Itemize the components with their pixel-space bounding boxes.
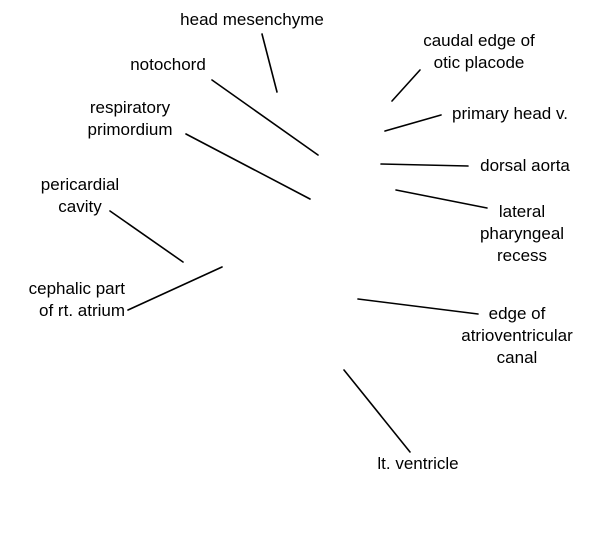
label-lt-ventricle: lt. ventricle <box>356 453 480 475</box>
leader-line-notochord <box>211 79 319 156</box>
leader-line-head-mesenchyme <box>261 33 278 93</box>
label-cephalic-part-rt-atrium: cephalic part of rt. atrium <box>5 278 125 322</box>
label-lateral-pharyngeal-recess: lateral pharyngeal recess <box>458 201 586 267</box>
leader-line-lateral-pharyngeal-recess <box>395 189 488 209</box>
label-line: primary head v. <box>452 104 568 123</box>
leader-line-lt-ventricle <box>343 369 411 453</box>
label-line: primordium <box>87 120 173 139</box>
label-line: lateral <box>498 202 546 221</box>
label-line: edge of <box>488 304 546 323</box>
label-line: cephalic part <box>28 279 125 298</box>
label-dorsal-aorta: dorsal aorta <box>470 155 580 177</box>
leader-line-dorsal-aorta <box>380 163 469 167</box>
label-primary-head-v: primary head v. <box>440 103 580 125</box>
label-line: head mesenchyme <box>180 10 324 29</box>
leader-line-edge-atrioventricular-canal <box>357 298 479 315</box>
label-line: atrioventricular <box>461 326 573 345</box>
label-edge-atrioventricular-canal: edge of atrioventricular canal <box>445 303 589 369</box>
label-respiratory-primordium: respiratory primordium <box>70 97 190 141</box>
label-line: pericardial <box>40 175 120 194</box>
label-line: otic placode <box>433 53 525 72</box>
label-notochord: notochord <box>118 54 218 76</box>
label-line: pharyngeal <box>479 224 565 243</box>
label-line: dorsal aorta <box>480 156 570 175</box>
label-caudal-edge-otic-placode: caudal edge of otic placode <box>404 30 554 74</box>
label-line: cavity <box>58 197 102 216</box>
leader-line-cephalic-part-rt-atrium <box>127 266 223 311</box>
leader-line-pericardial-cavity <box>109 210 184 263</box>
leader-line-caudal-edge-otic-placode <box>391 69 421 102</box>
label-line: caudal edge of <box>423 31 535 50</box>
label-pericardial-cavity: pericardial cavity <box>22 174 138 218</box>
label-line: of rt. atrium <box>39 301 125 320</box>
label-line: recess <box>496 246 548 265</box>
label-line: lt. ventricle <box>377 454 459 473</box>
label-line: canal <box>496 348 538 367</box>
leader-line-respiratory-primordium <box>185 133 311 200</box>
label-line: notochord <box>130 55 206 74</box>
label-line: respiratory <box>89 98 171 117</box>
label-head-mesenchyme: head mesenchyme <box>168 9 336 31</box>
leader-line-primary-head-v <box>384 114 442 132</box>
